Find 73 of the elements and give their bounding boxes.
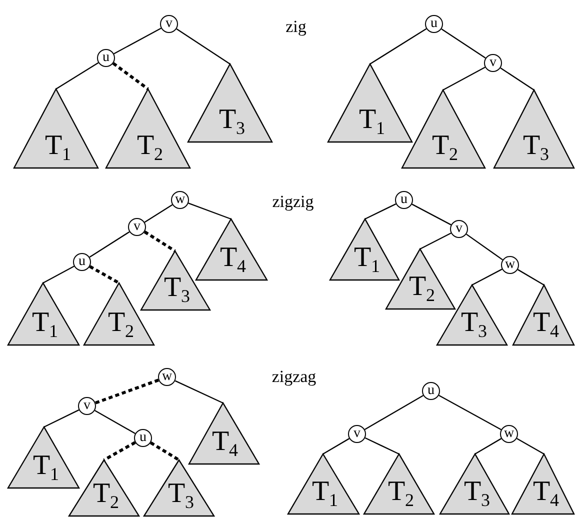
tree-edge [103,441,136,462]
tree-edge [114,28,162,54]
subtree-label: T$_{3}$ [218,106,246,134]
tree-node: u [97,49,115,67]
tree-edge [420,232,452,250]
tree-edge [364,203,396,220]
tree-edge [112,62,149,90]
tree-edge [144,204,173,223]
subtree-label: T$_{3}$ [460,309,488,337]
tree-node: u [425,15,443,33]
tree-edge [94,410,136,434]
tree-edge [438,394,502,430]
case-label: zig [286,18,306,36]
subtree-label: T$_{2}$ [408,273,436,301]
tree-node: v [78,397,96,415]
tree-edge [89,231,130,258]
tree-edge [144,230,176,252]
tree-edge [412,204,452,226]
tree-edge [42,266,74,284]
tree-edge [466,234,503,260]
tree-edge [44,409,80,428]
subtree-label: T$_{1}$ [358,106,386,134]
subtree-label: T$_{2}$ [136,132,164,160]
tree-node: w [171,191,189,209]
tree-edge [472,268,502,286]
subtree-label: T$_{4}$ [532,478,560,506]
tree-edge [188,202,232,220]
tree-edge [500,67,534,90]
tree-edge [150,441,180,462]
subtree-label: T$_{4}$ [532,309,560,337]
subtree-label: T$_{3}$ [464,478,490,506]
subtree-label: T$_{2}$ [92,480,120,508]
subtree-label: T$_{1}$ [312,478,338,506]
subtree-label: T$_{4}$ [212,428,238,456]
tree-edge [474,438,502,455]
tree-edge [517,269,544,286]
case-label: zigzag [272,368,316,386]
tree-edge [89,265,120,284]
subtree-label: T$_{3}$ [164,274,190,302]
subtree-label: T$_{1}$ [32,452,60,480]
subtree-label: T$_{1}$ [44,132,72,160]
subtree-label: T$_{1}$ [354,244,380,272]
tree-node: v [160,15,178,33]
tree-edge [322,438,350,455]
tree-node: u [73,253,91,271]
tree-edge [442,66,486,91]
subtree-label: T$_{1}$ [32,309,58,337]
tree-edge [364,395,424,430]
tree-node: v [484,54,502,72]
tree-edge [364,437,400,455]
subtree-label: T$_{4}$ [220,244,246,272]
subtree-label: T$_{2}$ [432,132,458,160]
tree-node: u [134,429,152,447]
tree-node: u [395,191,413,209]
tree-edge [370,28,427,64]
subtree-label: T$_{3}$ [168,480,194,508]
tree-node: w [501,256,519,274]
tree-edge [56,62,99,90]
case-label: zigzig [272,193,314,211]
tree-edge [516,438,544,455]
tree-edge [441,28,486,59]
subtree-label: T$_{2}$ [108,309,134,337]
tree-edge [94,378,160,404]
tree-node: w [500,425,518,443]
tree-node: v [128,218,146,236]
tree-node: w [158,368,176,386]
tree-node: u [422,382,440,400]
tree-edge [174,380,224,404]
tree-node: v [348,425,366,443]
subtree-label: T$_{2}$ [388,478,414,506]
tree-node: v [450,220,468,238]
subtree-label: T$_{3}$ [522,132,550,160]
tree-edge [176,28,230,64]
